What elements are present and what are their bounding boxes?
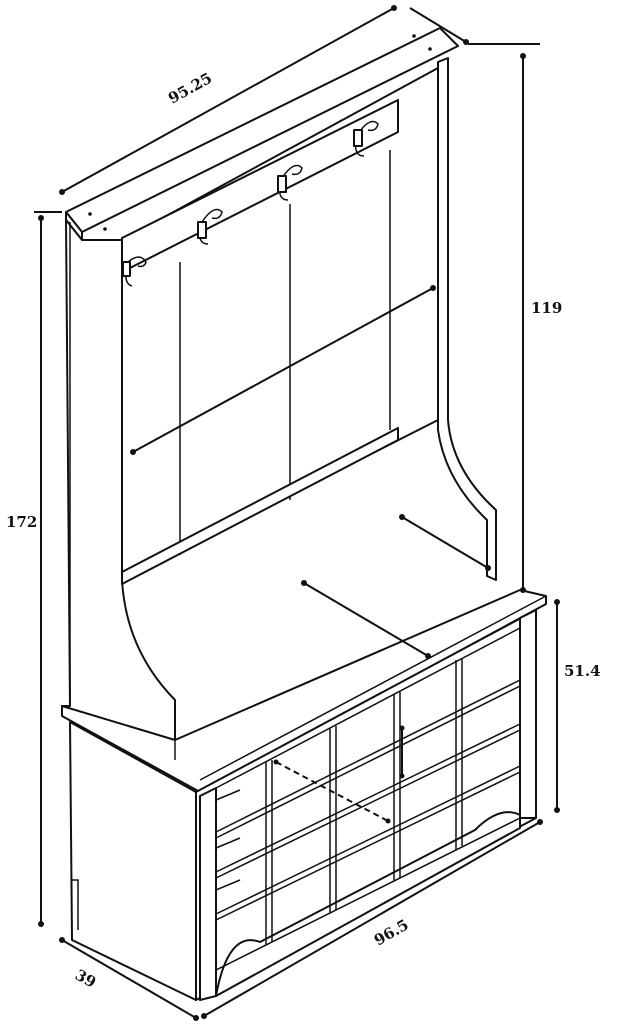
top-cap xyxy=(65,27,459,241)
back-panel xyxy=(121,67,439,581)
total-height-label: 172 xyxy=(6,513,37,531)
top-width-label: 95.25 xyxy=(165,69,215,108)
hook-icon xyxy=(122,256,147,287)
bench-height-label: 51.4 xyxy=(564,662,601,680)
hook-icon xyxy=(277,164,303,201)
bench-height-dimension: 51.4 xyxy=(554,599,601,813)
bench-seat xyxy=(61,589,547,793)
hall-tree-drawing xyxy=(61,27,547,1001)
inner-dimension-lines xyxy=(130,285,491,824)
base-width-label: 96.5 xyxy=(371,916,412,950)
top-depth-dimension xyxy=(409,7,469,45)
coat-hooks xyxy=(122,120,379,287)
hook-icon xyxy=(197,208,223,245)
shoe-cubbies xyxy=(215,626,521,972)
seat-back-board xyxy=(121,427,399,585)
right-side-panel xyxy=(437,57,497,581)
hook-icon xyxy=(353,120,379,157)
cabinet-side xyxy=(69,721,197,1001)
upper-height-label: 119 xyxy=(531,299,562,317)
depth-label: 39 xyxy=(72,966,99,992)
total-height-dimension: 172 xyxy=(4,211,62,927)
upper-height-dimension: 119 xyxy=(468,43,568,593)
